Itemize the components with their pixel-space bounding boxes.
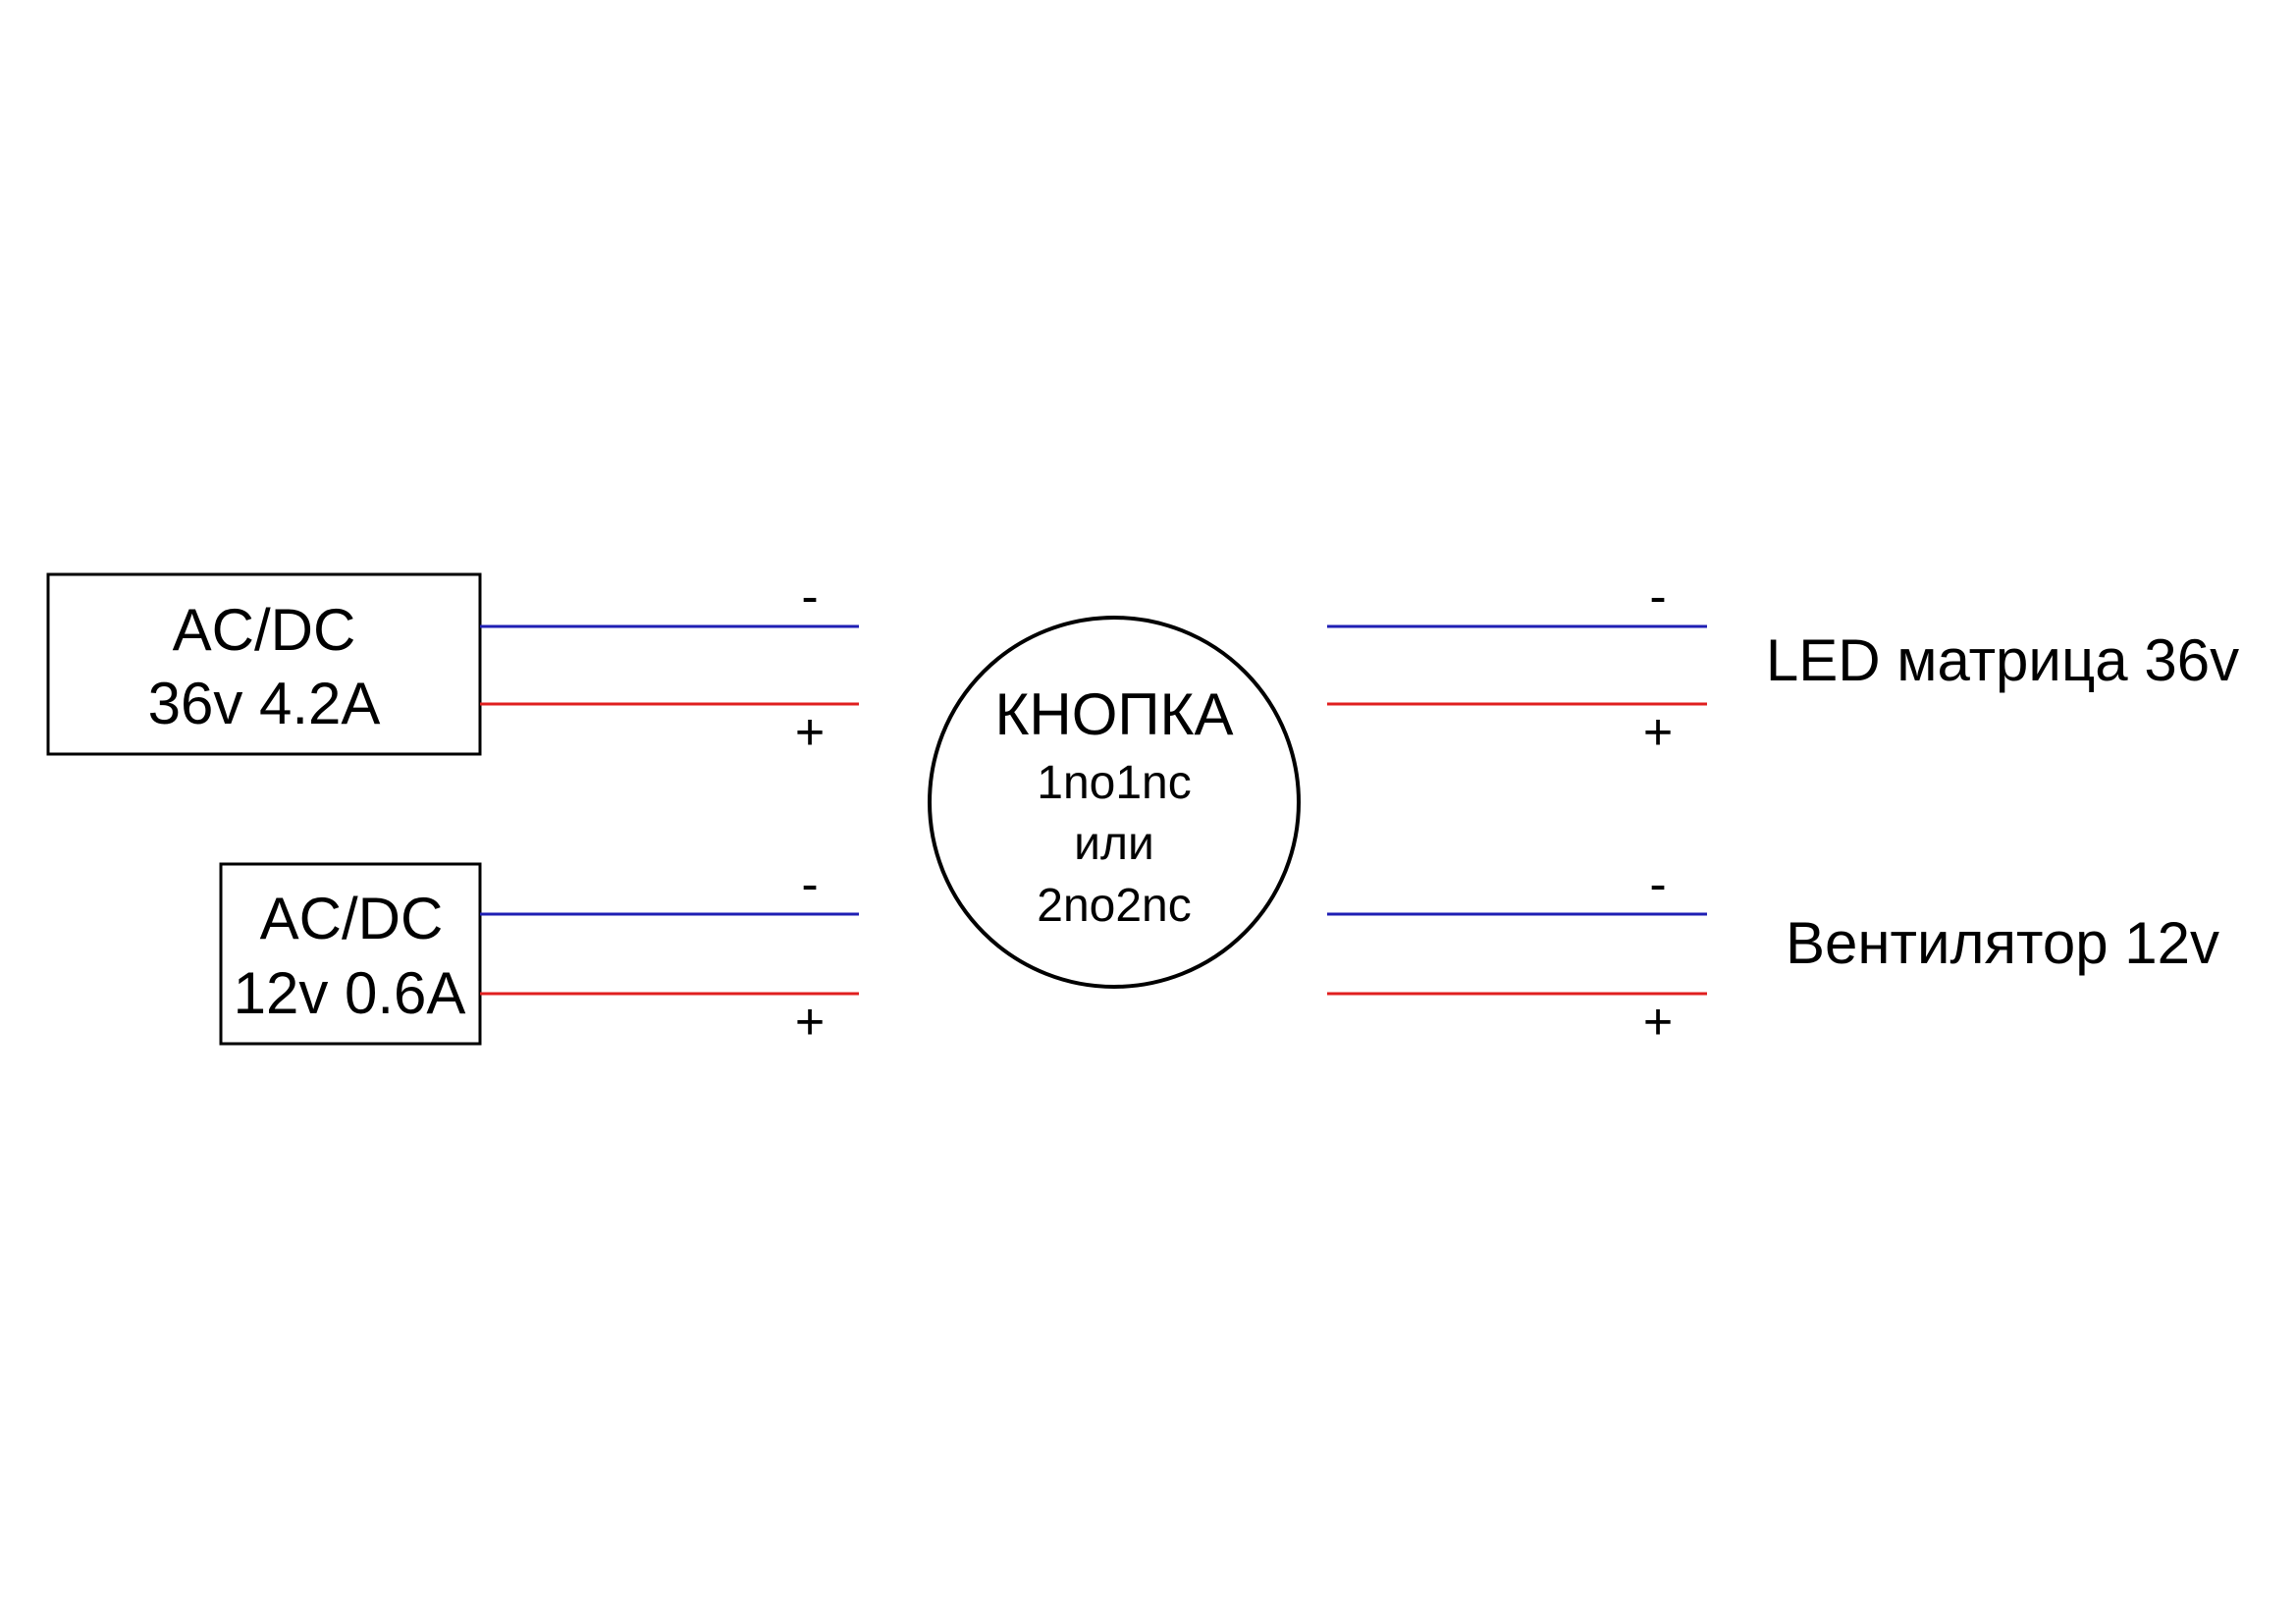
button-or: или [1074, 818, 1154, 870]
load-fan-label: Вентилятор 12v [1786, 910, 2219, 976]
sign-minus-right-top: - [1649, 568, 1666, 625]
button-circle [928, 616, 1301, 989]
button-title: КНОПКА [994, 681, 1233, 747]
sign-plus-right-bottom: + [1643, 994, 1673, 1051]
sign-minus-right-bottom: - [1649, 856, 1666, 913]
psu-36v: AC/DC 36v 4.2A [46, 572, 482, 756]
psu-36v-box [46, 572, 482, 756]
sign-plus-left-top: + [795, 704, 825, 761]
psu-36v-label-line1: AC/DC [173, 597, 356, 663]
sign-minus-left-bottom: - [801, 856, 818, 913]
button-contacts-2: 2no2nc [1037, 880, 1191, 932]
button-contacts-1: 1no1nc [1037, 757, 1191, 809]
psu-12v-label-line2: 12v 0.6A [234, 960, 466, 1026]
psu-36v-label-line2: 36v 4.2A [148, 671, 381, 736]
psu-12v-box [219, 862, 482, 1046]
button-switch: КНОПКА 1no1nc или 2no2nc [928, 616, 1301, 989]
psu-12v-label-line1: AC/DC [260, 886, 444, 951]
sign-plus-left-bottom: + [795, 994, 825, 1051]
psu-12v: AC/DC 12v 0.6A [219, 862, 482, 1046]
sign-minus-left-top: - [801, 568, 818, 625]
sign-plus-right-top: + [1643, 704, 1673, 761]
load-led-label: LED матрица 36v [1766, 627, 2239, 693]
